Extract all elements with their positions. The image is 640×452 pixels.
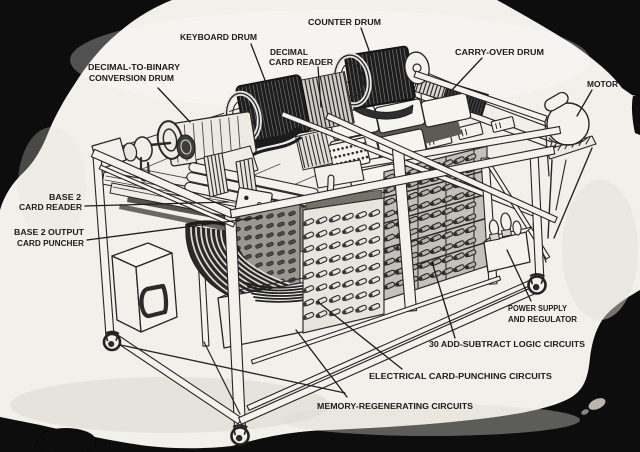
svg-text:30 ADD-SUBTRACT LOGIC CIRCUITS: 30 ADD-SUBTRACT LOGIC CIRCUITS [429,339,585,349]
svg-text:KEYBOARD DRUM: KEYBOARD DRUM [180,32,257,42]
svg-text:BASE 2: BASE 2 [49,192,81,202]
svg-text:DECIMAL-TO-BINARY: DECIMAL-TO-BINARY [88,62,180,72]
svg-text:CARRY-OVER DRUM: CARRY-OVER DRUM [455,47,544,57]
svg-text:MEMORY-REGENERATING CIRCUITS: MEMORY-REGENERATING CIRCUITS [317,401,473,411]
svg-text:CARD READER: CARD READER [19,202,83,212]
svg-text:ELECTRICAL CARD-PUNCHING CIRCU: ELECTRICAL CARD-PUNCHING CIRCUITS [369,371,552,381]
svg-text:COUNTER DRUM: COUNTER DRUM [308,17,381,27]
svg-text:DECIMAL: DECIMAL [270,47,308,57]
svg-text:CARD READER: CARD READER [269,57,334,67]
svg-text:BASE 2 OUTPUT: BASE 2 OUTPUT [14,227,85,237]
svg-text:CONVERSION DRUM: CONVERSION DRUM [89,73,174,83]
svg-text:CARD PUNCHER: CARD PUNCHER [17,238,85,248]
svg-text:POWER SUPPLY: POWER SUPPLY [508,303,567,313]
svg-text:AND REGULATOR: AND REGULATOR [508,314,578,324]
svg-text:MOTOR: MOTOR [587,79,619,89]
